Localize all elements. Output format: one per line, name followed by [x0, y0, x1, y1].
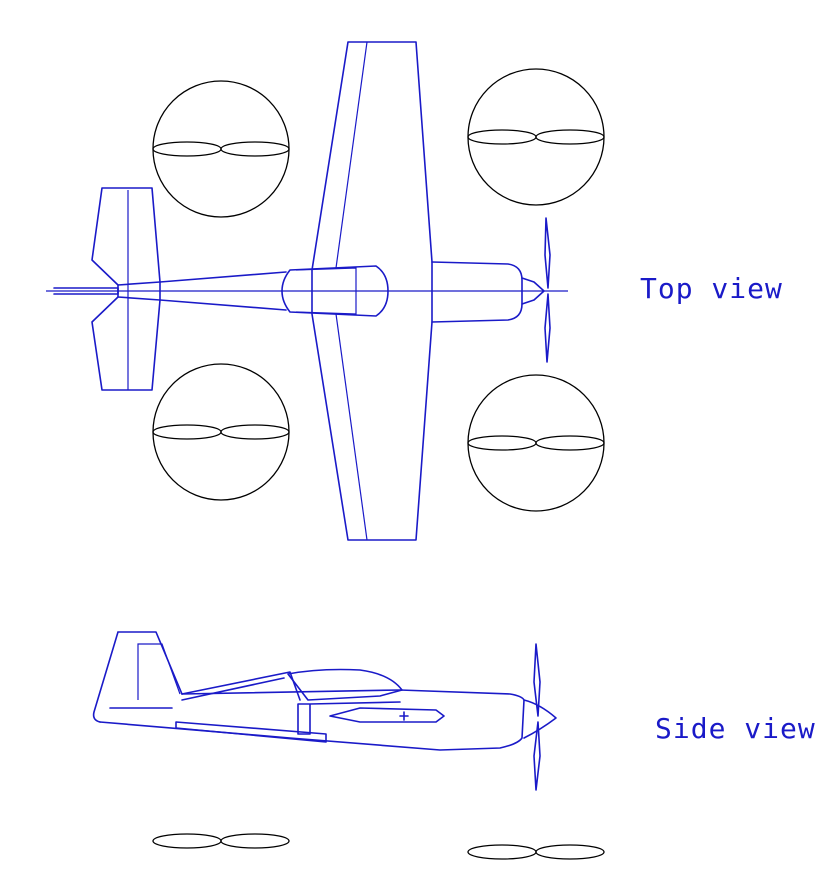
- side-view-canopy: [287, 668, 403, 701]
- side-view-rudder-line: [137, 643, 181, 700]
- top-view-label: Top view: [640, 272, 783, 305]
- side-view-spinner: [523, 699, 557, 739]
- top-view-drawing: [46, 41, 605, 541]
- top-view-wing: [311, 41, 433, 541]
- side-view-prop-left: [152, 833, 290, 849]
- side-view-turtledeck: [181, 671, 301, 701]
- side-view-label: Side view: [655, 712, 816, 745]
- side-view-drawing: [92, 631, 605, 860]
- side-view-wing: [297, 701, 401, 735]
- side-view-cowl-detail: [329, 707, 445, 723]
- top-view-stabilizer: [91, 187, 161, 391]
- side-view-fuselage: [99, 689, 525, 751]
- top-view-aileron-line-lower: [335, 313, 368, 541]
- prop-disc-upper-left: [152, 80, 290, 218]
- prop-disc-lower-left: [152, 363, 290, 501]
- top-view-propeller: [544, 217, 551, 363]
- prop-disc-lower-right: [467, 374, 605, 512]
- prop-disc-upper-right: [467, 68, 605, 206]
- side-view-stabilizer: [109, 707, 327, 743]
- side-view-fin: [92, 631, 183, 723]
- side-view-propeller: [533, 643, 541, 791]
- top-view-aileron-line-upper: [335, 41, 368, 269]
- side-view-prop-right: [467, 844, 605, 860]
- top-view-canopy: [281, 265, 389, 317]
